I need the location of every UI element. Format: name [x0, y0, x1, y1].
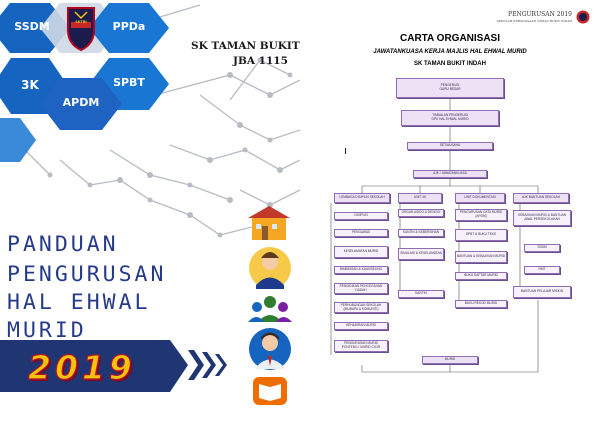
- org-col3-item: SPBT & BUKU TEKS: [455, 229, 507, 241]
- org-col2-head: UNIT 3K: [398, 193, 442, 203]
- book-icon: [253, 377, 287, 405]
- hexagon-label-spbt: SPBT: [113, 76, 145, 89]
- org-col2-item: ORGAN ASIDO & DENGGI: [398, 209, 444, 217]
- hexagon-ppda-shape: [89, 3, 169, 53]
- teacher-icon: [249, 328, 291, 370]
- hexagon-label-ppda: PPDa: [112, 20, 146, 33]
- hexagon-label-apdm: APDM: [62, 96, 100, 109]
- org-node-vice-chairman-role: TIMBALAN PENGERUSI: [432, 113, 468, 118]
- school-crest-icon: [67, 7, 95, 52]
- hexagon-label-ssdm: SSDM: [14, 20, 50, 33]
- org-node-students: MURID: [422, 356, 478, 364]
- org-col3-item: BANTUAN & KEBAJIKAN MURID: [455, 251, 507, 263]
- cover-title-line-3: HAL EHWAL: [7, 290, 151, 315]
- org-col2-item: SIMULASI & KESELAMATAN: [398, 248, 444, 260]
- org-col4-item: RMT: [524, 266, 560, 274]
- cover-title-line-4: MURID: [7, 318, 87, 343]
- header-subtitle: SEKOLAH KEBANGSAAN TAMAN BUKIT INDAH: [496, 19, 572, 23]
- school-building-icon: [248, 206, 290, 240]
- org-col4-head: AJK BANTUAN SEKOLAH: [513, 193, 569, 203]
- cover-title-line-2: PENGURUSAN: [7, 262, 167, 287]
- org-col2-item: KANTIN & KEBERSIHAN: [398, 229, 444, 237]
- org-chart-subtitle-school: SK TAMAN BUKIT INDAH: [414, 61, 486, 67]
- student-boy-icon: [249, 247, 291, 289]
- org-node-vice-chairman-person: GPK HAL EHWAL MURID: [431, 117, 469, 121]
- org-col4-item: KEBAJIKAN MURID & BANTUAN AWAL PERSEKOLA…: [513, 210, 571, 226]
- org-chart-page: PENGURUSAN 2019 SEKOLAH KEBANGSAAN TAMAN…: [300, 0, 600, 424]
- org-col1-item: PENGURUSAN MURID PONTENG / MURID CICIR: [334, 340, 388, 352]
- hexagon-apdm-shape: [40, 78, 122, 130]
- org-chart-subtitle-committee: JAWATANKUASA KERJA MAJLIS HAL EHWAL MURI…: [373, 49, 527, 55]
- org-chart-title: CARTA ORGANISASI: [400, 33, 500, 44]
- cover-page: SSDM PPDa 3K SPBT APDM SKTBI SK TAMAN BU…: [0, 3, 300, 405]
- year-ribbon: [0, 340, 188, 392]
- org-col4-item: BANTUAN PELAJAR MISKIN: [513, 286, 571, 298]
- header-crest-icon: [576, 10, 590, 24]
- org-node-secretary: SETIAUSAHA: [407, 142, 493, 150]
- org-node-committee: AJK / JAWATANKUASA: [413, 170, 487, 178]
- school-code: JBA 1115: [233, 55, 288, 67]
- org-col1-item: KEHADIRAN MURID: [334, 322, 388, 330]
- org-node-chairman: PENGERUSI GURU BESAR: [396, 78, 504, 98]
- org-col1-item: DISIPLIN: [334, 212, 388, 220]
- chevrons-icon: [188, 350, 227, 380]
- org-col1-item: PENGAWAS: [334, 229, 388, 237]
- crest-text: SKTBI: [75, 20, 87, 24]
- org-node-chairman-person: GURU BESAR: [439, 87, 461, 91]
- org-col1-item: BIMBINGAN & KAUNSELING: [334, 266, 388, 274]
- group-people-icon: [248, 296, 292, 322]
- org-col2-item: KANTIN: [398, 290, 444, 298]
- org-col1-item: PERHUBUNGAN SEKOLAH (IBUBAPA & KOMUNITI): [334, 302, 388, 313]
- org-node-chairman-role: PENGERUSI: [440, 83, 460, 88]
- org-col1-head: LEMBAGA DISIPLIN SEKOLAH: [334, 193, 390, 203]
- text-cursor: [345, 148, 346, 154]
- org-col1-item: KESELAMATAN MURID: [334, 246, 388, 258]
- cover-artwork: [0, 3, 300, 405]
- hexagon-group: [0, 3, 169, 162]
- header-tag: PENGURUSAN 2019: [508, 11, 572, 18]
- org-col1-item: PENDIDIKAN PENCEGAHAN DADAH: [334, 283, 388, 294]
- org-col3-item: BUKU REKOD MURID: [455, 300, 507, 308]
- org-node-vice-chairman: TIMBALAN PENGERUSI GPK HAL EHWAL MURID: [401, 110, 499, 126]
- hexagon-label-3k: 3K: [21, 78, 39, 92]
- cover-year: 2019: [27, 347, 136, 387]
- cover-title-line-1: PANDUAN: [7, 232, 119, 257]
- school-name: SK TAMAN BUKIT INDAH: [191, 40, 300, 52]
- org-col4-item: SSDM: [524, 244, 560, 252]
- org-col3-head: UNIT DOKUMENTASI: [455, 193, 505, 203]
- org-col3-item: BUKU DAFTAR MURID: [455, 272, 507, 280]
- org-col3-item: PENGURUSAN DATA MURID (APDM): [455, 209, 507, 221]
